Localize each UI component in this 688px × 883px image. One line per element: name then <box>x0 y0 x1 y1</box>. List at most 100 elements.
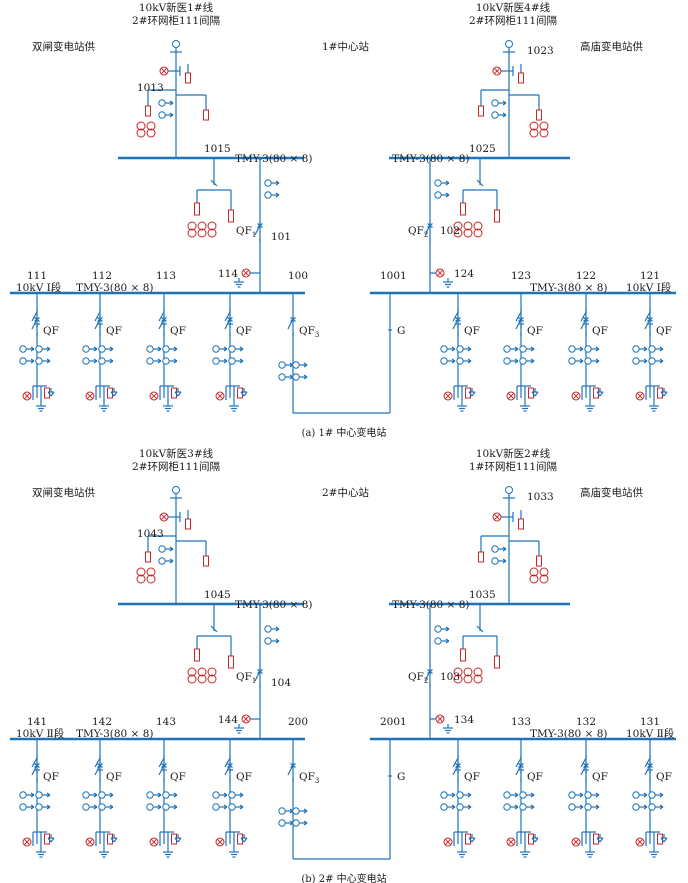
wire <box>223 348 228 352</box>
breaker-label-main: QF <box>527 771 543 783</box>
vt-coil-top <box>207 667 217 677</box>
feeder-no: 112 <box>92 270 112 282</box>
wire <box>596 391 601 397</box>
wire <box>427 669 433 674</box>
wire <box>113 837 118 843</box>
ct-coil <box>264 637 272 645</box>
right-feed-line: 10kV新医4#线 <box>476 1 551 14</box>
current-transformer-icon <box>519 791 535 811</box>
wire <box>169 560 174 564</box>
vt-coil-bottom <box>207 228 217 238</box>
feeder-bay <box>146 293 182 412</box>
ct-coil <box>434 637 442 645</box>
wire <box>476 625 484 633</box>
right-ground-switch-no: 1023 <box>527 45 554 57</box>
indicator-lamp-icon <box>443 391 453 401</box>
ct-coil <box>584 345 592 353</box>
fuse-icon <box>185 72 191 84</box>
wire <box>243 837 248 843</box>
vt-coil-bottom <box>473 674 483 684</box>
wire <box>595 794 600 798</box>
feeder-bay <box>632 739 668 858</box>
ct-coil <box>648 803 656 811</box>
ct-coil <box>503 345 511 353</box>
feeder-breaker-label: QF <box>106 325 122 337</box>
current-transformer-icon <box>98 345 114 365</box>
ct-coil <box>228 345 236 353</box>
ct-coil <box>19 803 27 811</box>
feeder-breaker-label: QF <box>170 771 186 783</box>
current-transformer-icon <box>146 791 162 811</box>
ct-coil <box>503 791 511 799</box>
circuit-breaker-icon <box>515 762 524 782</box>
circuit-breaker-icon <box>580 316 589 336</box>
left-busbar-spec: TMY-3(80 × 8) <box>235 153 312 165</box>
current-transformer-icon <box>278 807 294 827</box>
current-transformer-icon <box>440 791 456 811</box>
right-feed-cabinet: 2#环网柜111间隔 <box>469 14 557 27</box>
vt-coil-top <box>529 121 539 131</box>
breaker-label-main: QF <box>464 771 480 783</box>
wire <box>452 311 459 322</box>
lamp-x <box>23 838 31 846</box>
feeder-breaker-label: QF <box>527 325 543 337</box>
wire <box>467 806 472 810</box>
feeder-breaker-label: QF <box>527 771 543 783</box>
ground-icon <box>649 402 659 412</box>
left-feed-line: 10kV新医1#线 <box>139 1 214 14</box>
indicator-lamp-icon <box>492 66 502 76</box>
vt-coil-bottom <box>473 228 483 238</box>
breaker-label-sub: 3 <box>315 331 319 339</box>
feeder-breaker-label: QF <box>656 771 672 783</box>
breaker-label-main: QF <box>170 325 186 337</box>
vt-coil-bottom <box>146 128 156 138</box>
wire <box>583 763 589 768</box>
breaker-label-main: QF <box>299 771 315 783</box>
wire <box>223 794 228 798</box>
vt-coil-top <box>463 221 473 231</box>
feeder-bay <box>440 739 476 858</box>
lamp-x <box>572 838 580 846</box>
ct-coil <box>584 791 592 799</box>
wire <box>455 763 461 768</box>
ct-coil <box>503 803 511 811</box>
bus-tie-no: 100 <box>288 270 308 282</box>
wire <box>659 348 664 352</box>
ct-coil <box>434 191 442 199</box>
lamp-x <box>242 269 250 277</box>
vt-coil-bottom <box>463 674 473 684</box>
wire <box>599 837 604 843</box>
lamp-x <box>507 392 515 400</box>
lamp-x <box>636 392 644 400</box>
wire <box>451 794 456 798</box>
wire <box>303 810 308 814</box>
current-transformer-icon <box>292 807 308 827</box>
lamp-x <box>160 513 168 521</box>
fuse-icon <box>478 105 484 117</box>
lamp-x <box>242 715 250 723</box>
ct-coil <box>162 345 170 353</box>
current-transformer-icon <box>19 791 35 811</box>
feeder-bay <box>82 739 118 858</box>
station-name: 1#中心站 <box>322 40 369 53</box>
ground-icon <box>99 402 109 412</box>
feeder-no: 132 <box>576 716 596 728</box>
wire <box>257 669 263 674</box>
vt-coil-bottom <box>146 574 156 584</box>
ct-coil <box>440 345 448 353</box>
fuse-icon <box>528 833 534 845</box>
left-section-busbar-spec: TMY-3(80 × 8) <box>76 282 153 294</box>
ground-icon <box>234 278 244 288</box>
ct-coil <box>456 791 464 799</box>
wire <box>579 806 584 810</box>
left-section-no: 141 <box>27 716 47 728</box>
wire <box>239 806 244 810</box>
vt-coil-top <box>136 121 146 131</box>
bus-tie-breaker-label: QF3 <box>299 325 319 339</box>
wire <box>93 806 98 810</box>
ct-coil <box>98 357 106 365</box>
ct-coil <box>278 373 286 381</box>
breaker-label-main: QF <box>527 325 543 337</box>
right-incoming-no: 1025 <box>469 143 496 155</box>
left-ground-switch-no: 1013 <box>137 82 164 94</box>
